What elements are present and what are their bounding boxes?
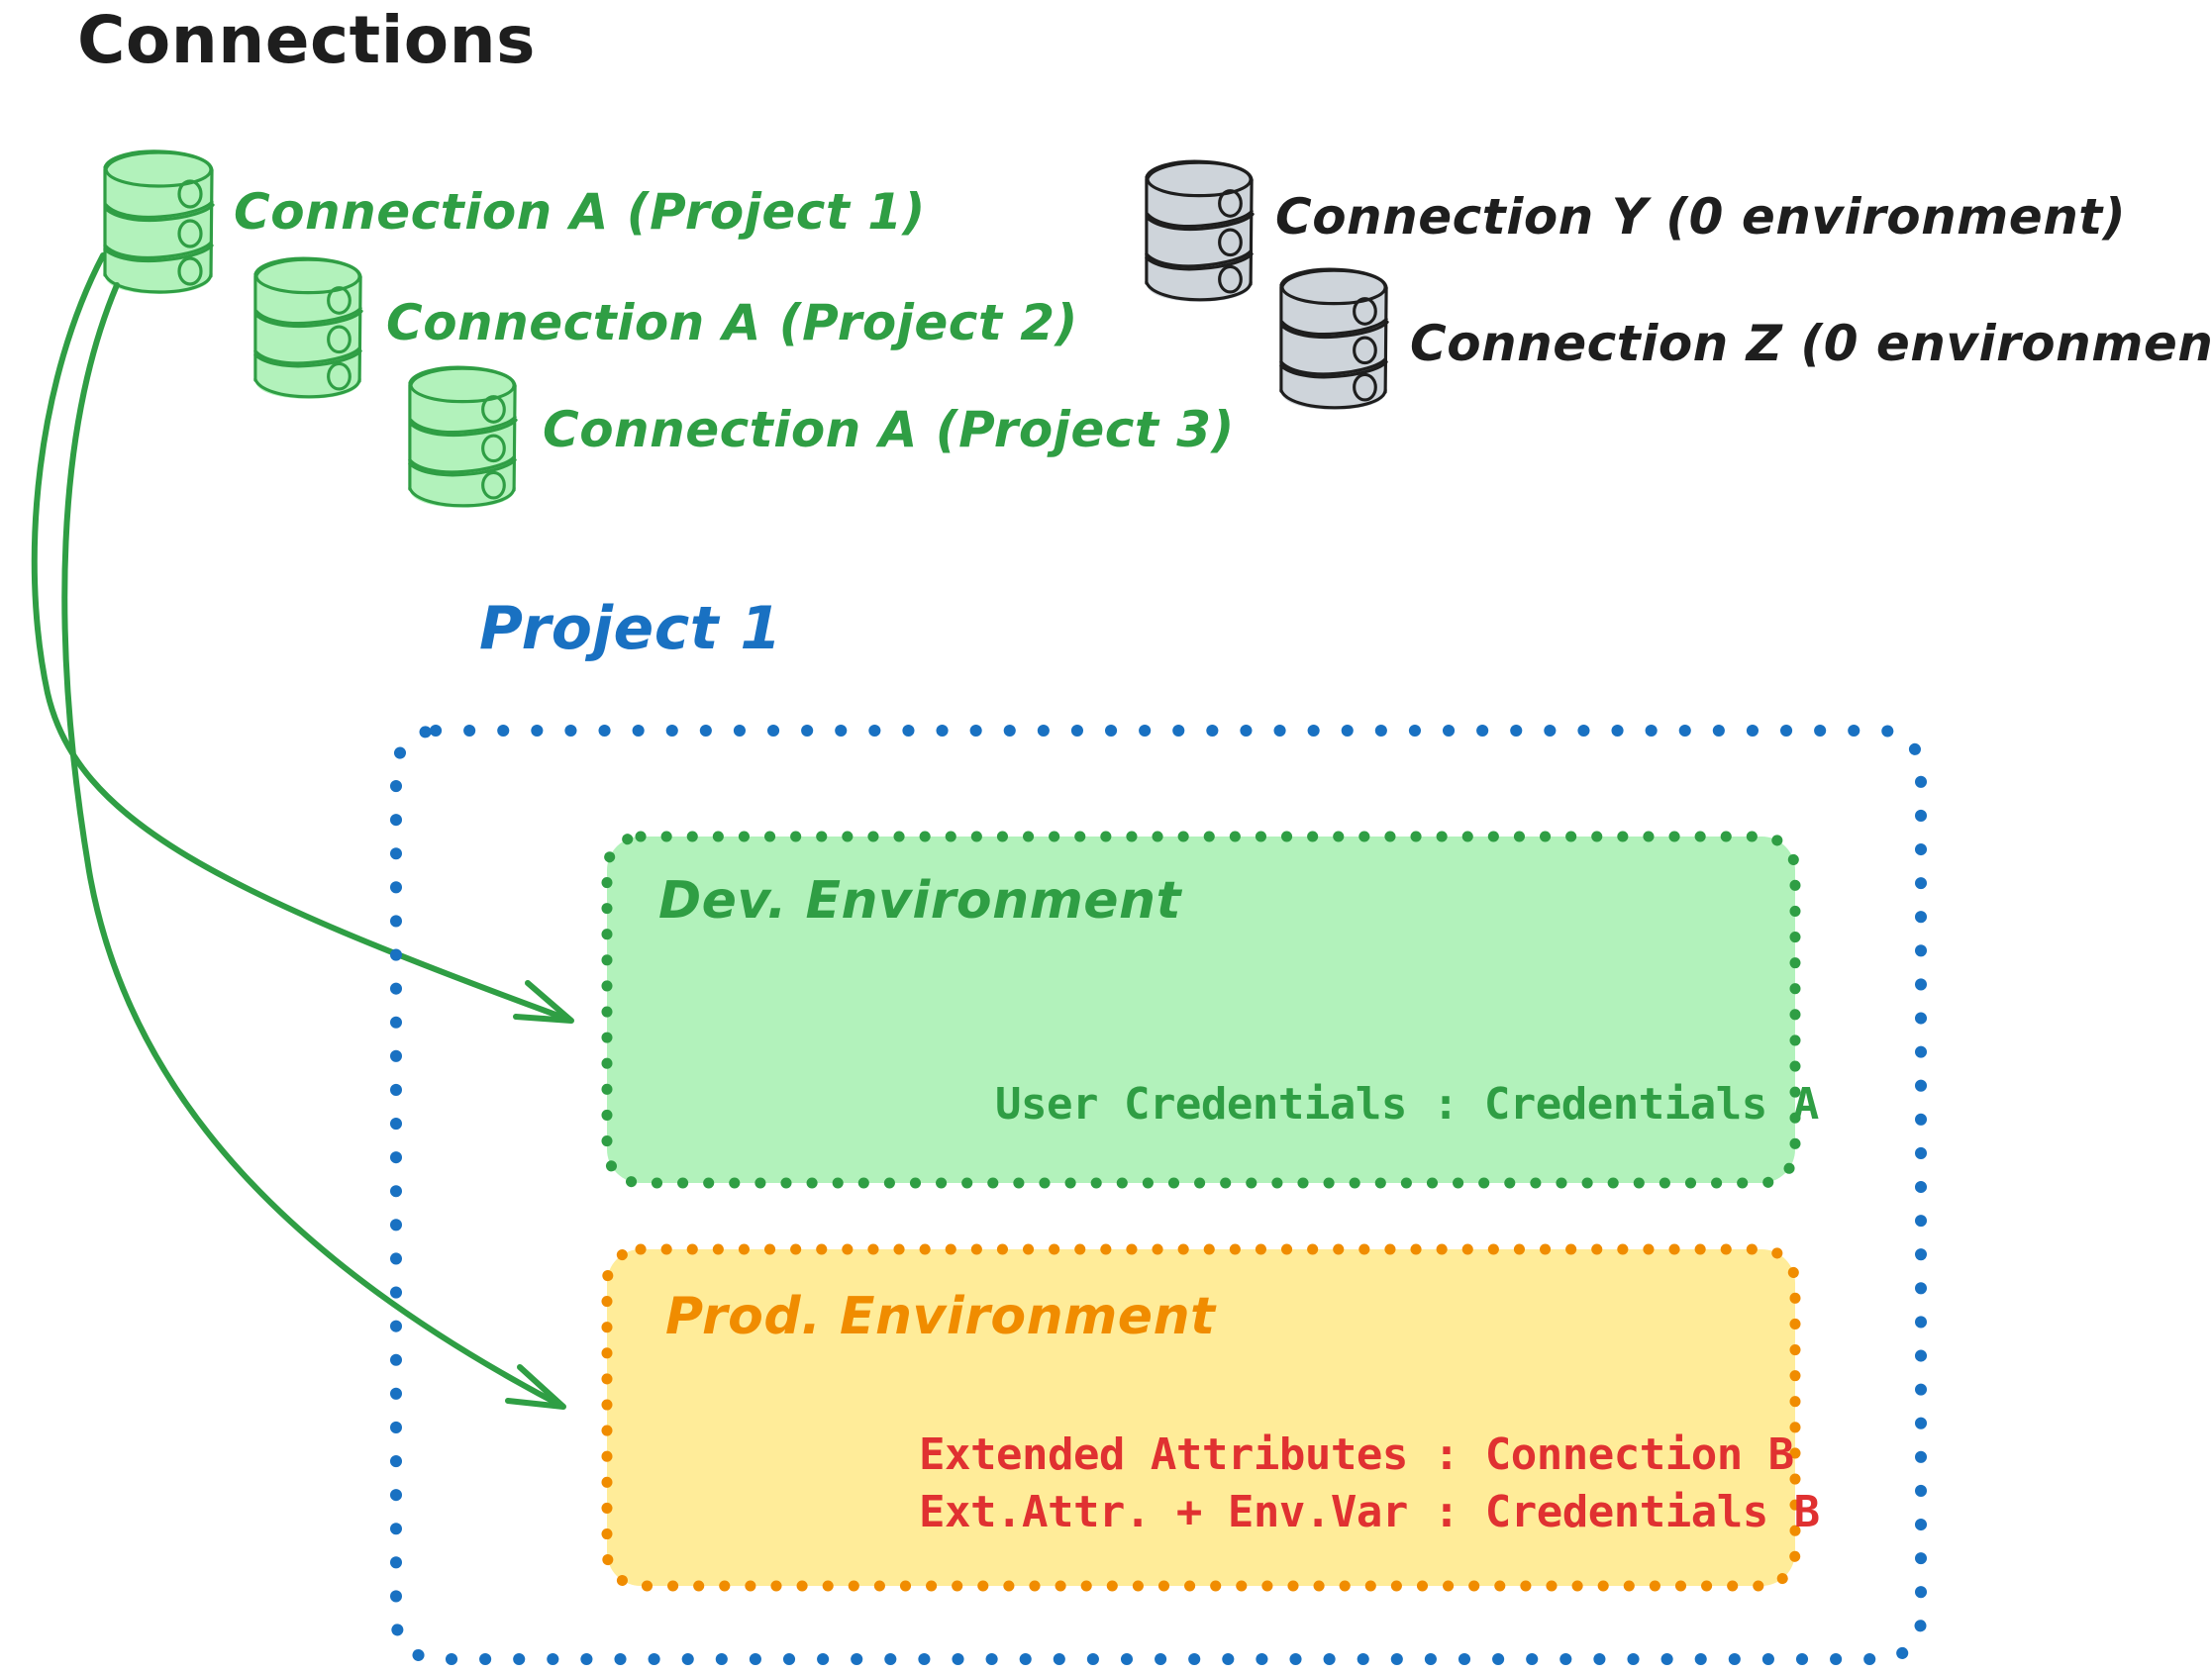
connection-arrows xyxy=(31,252,574,1410)
connection-label-a1: Connection A (Project 1) xyxy=(234,183,926,241)
dev-environment-entry-0: User Credentials : Credentials A xyxy=(995,1079,1819,1130)
arrow-connection-a-to-dev-path xyxy=(31,252,572,1023)
database-cylinder-icon-z xyxy=(1279,267,1389,412)
database-cylinder-icon-a1 xyxy=(103,149,215,296)
arrow-connection-a-to-prod-head xyxy=(505,1364,566,1410)
connection-label-a2: Connection A (Project 2) xyxy=(386,294,1078,351)
connection-label-a3: Connection A (Project 3) xyxy=(543,401,1235,458)
prod-environment-entry-0: Extended Attributes : Connection B xyxy=(919,1429,1794,1480)
dev-environment-title: Dev. Environment xyxy=(658,871,1181,931)
connection-label-z: Connection Z (0 environment) xyxy=(1410,315,2212,372)
project-label: Project 1 xyxy=(479,594,782,663)
database-cylinder-icon-a3 xyxy=(408,365,518,510)
arrow-connection-a-to-prod-path xyxy=(61,282,564,1409)
project-boundary-box xyxy=(390,725,1927,1665)
prod-environment-title: Prod. Environment xyxy=(665,1287,1216,1346)
database-cylinder-icon-a2 xyxy=(253,256,363,401)
database-cylinder-icon-y xyxy=(1145,159,1255,304)
dev-environment-box xyxy=(601,831,1801,1189)
arrow-connection-a-to-dev-head xyxy=(513,980,574,1024)
connection-label-y: Connection Y (0 environment) xyxy=(1275,188,2127,246)
prod-environment-box xyxy=(601,1243,1801,1592)
prod-environment-entry-1: Ext.Attr. + Env.Var : Credentials B xyxy=(919,1487,1820,1537)
page-title: Connections xyxy=(77,2,536,78)
